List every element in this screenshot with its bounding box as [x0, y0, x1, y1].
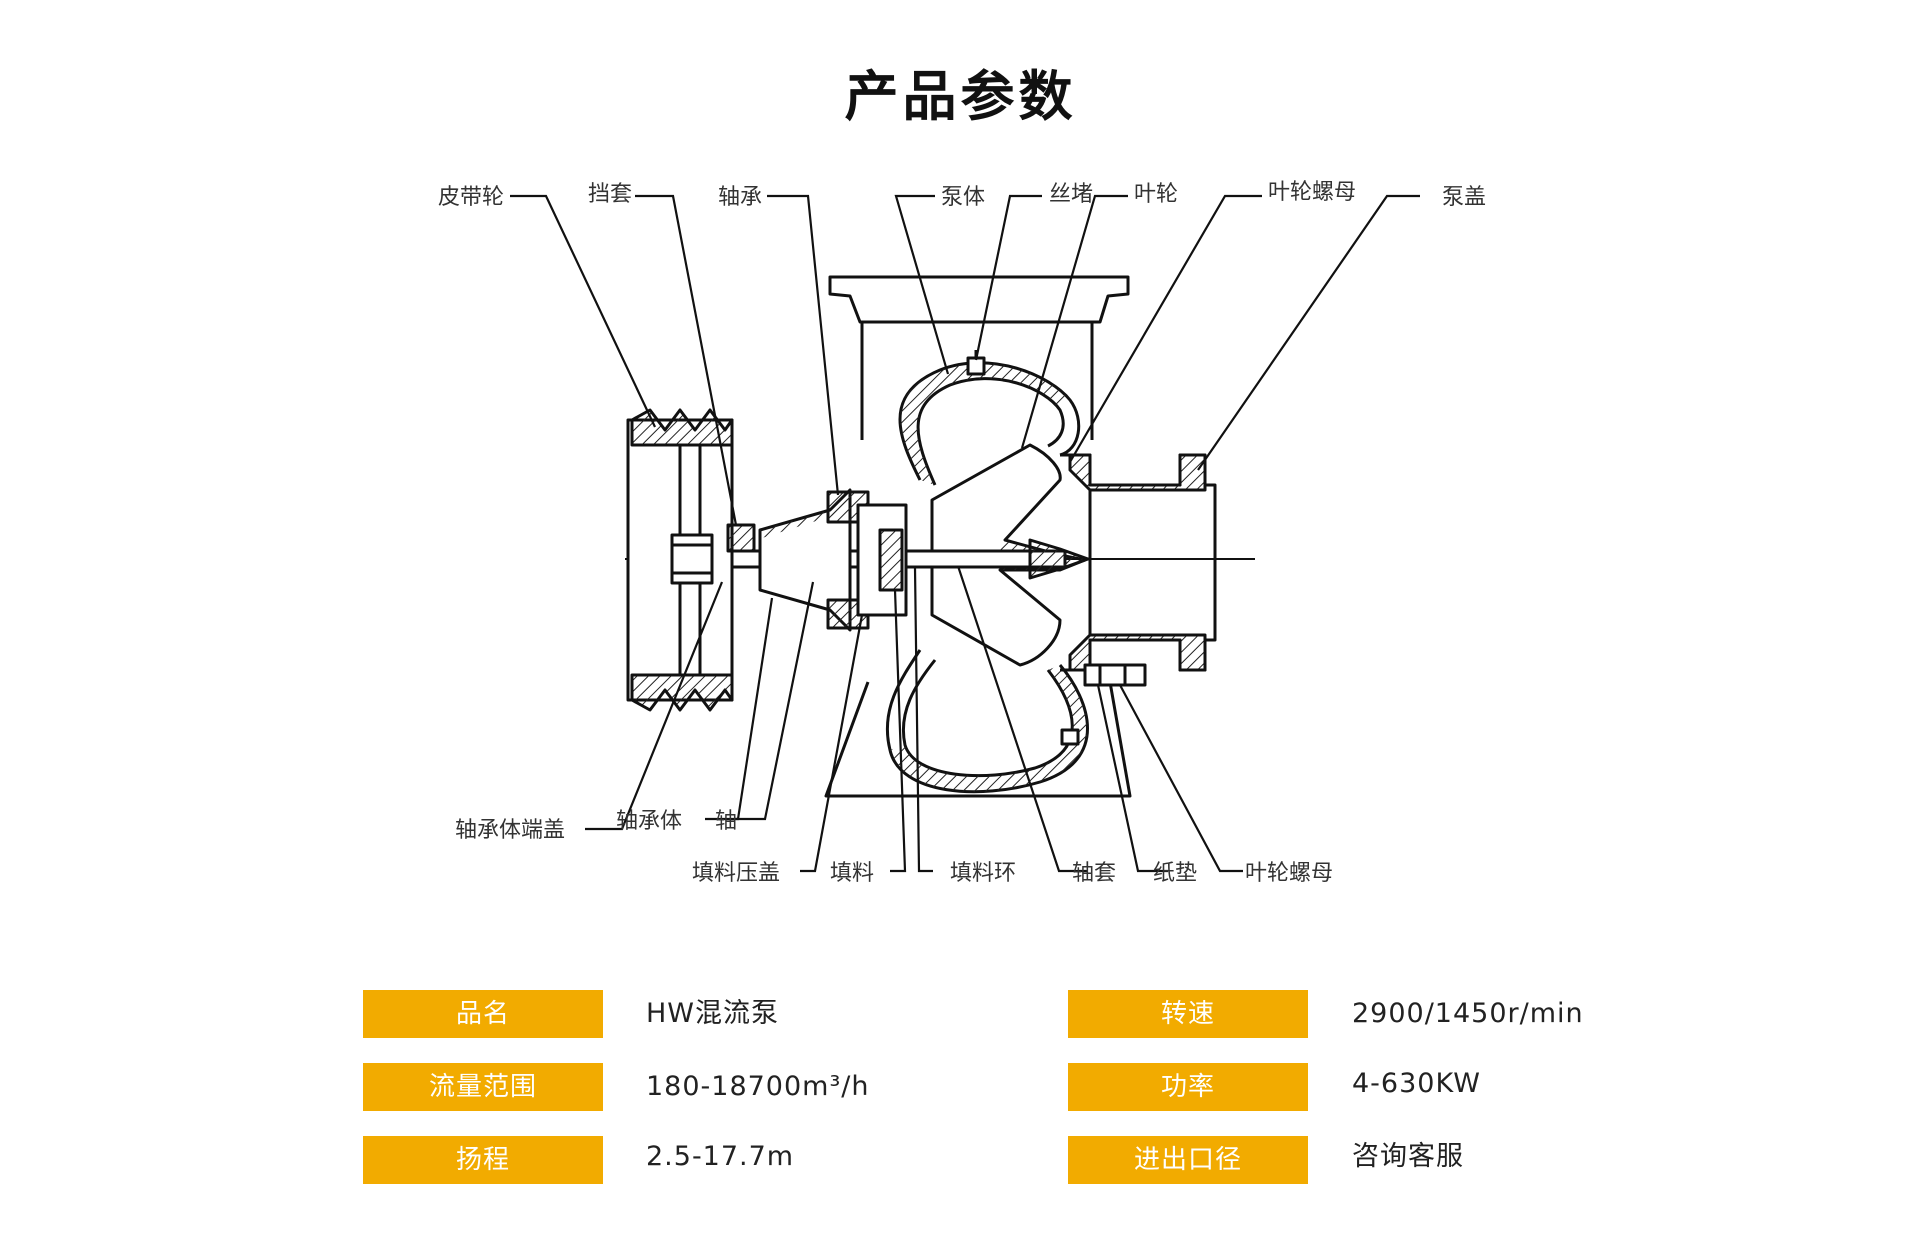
leader-pump-cover	[1197, 194, 1420, 471]
label-retaining-sleeve: 挡套	[588, 182, 632, 207]
impeller-nut-top-shape	[1028, 538, 1090, 580]
leader-screw-plug	[974, 194, 1042, 361]
param-value-speed: 2900/1450r/min	[1352, 998, 1584, 1029]
param-value-port-diameter: 咨询客服	[1352, 1141, 1464, 1172]
label-packing-ring: 填料环	[950, 861, 1016, 886]
leader-pump-body	[894, 194, 950, 375]
label-paper-gasket: 纸垫	[1153, 861, 1197, 886]
leader-packing-gland	[800, 614, 864, 873]
label-shaft: 轴	[715, 809, 737, 834]
leader-packing	[890, 589, 907, 873]
leader-belt-pulley	[510, 194, 656, 428]
leader-paper-gasket	[1096, 684, 1168, 873]
volute-inner	[902, 377, 1074, 778]
param-key-speed: 转速	[1068, 990, 1308, 1038]
label-packing: 填料	[830, 861, 874, 886]
packing-shape	[878, 528, 904, 592]
volute-hatch-band-bottom	[890, 665, 1088, 792]
param-key-head: 扬程	[363, 1136, 603, 1184]
retaining-sleeve-shape	[726, 523, 756, 553]
volute-hatch-band-top	[900, 362, 1070, 485]
leader-bearing	[767, 194, 840, 496]
leader-shaft-sleeve	[956, 565, 1088, 873]
screw-plug-shape	[966, 356, 986, 376]
param-value-power: 4-630KW	[1352, 1068, 1481, 1099]
label-impeller-nut-bottom: 叶轮螺母	[1245, 861, 1333, 886]
bearing-housing-hatch	[760, 490, 850, 538]
leader-lines	[510, 194, 1420, 873]
leader-impeller	[1020, 194, 1128, 449]
param-key-flow-range: 流量范围	[363, 1063, 603, 1111]
label-packing-gland: 填料压盖	[692, 861, 780, 886]
leader-packing-ring	[913, 567, 933, 873]
leader-impeller-nut-top	[1069, 194, 1262, 463]
param-value-head: 2.5-17.7m	[646, 1141, 795, 1172]
label-belt-pulley: 皮带轮	[438, 185, 504, 210]
param-key-port-diameter: 进出口径	[1068, 1136, 1308, 1184]
pump-cover-hatch-top	[1068, 453, 1207, 492]
label-bearing-end-cover: 轴承体端盖	[455, 818, 565, 843]
page-title: 产品参数	[844, 65, 1077, 128]
callout-labels: 皮带轮 挡套 轴承 泵体 丝堵 叶轮 叶轮螺母 泵盖 轴承体端盖 轴承体 轴 填…	[438, 180, 1486, 886]
leader-retaining-sleeve	[635, 194, 738, 526]
param-key-name: 品名	[363, 990, 603, 1038]
leader-impeller-nut-bottom	[1119, 684, 1243, 873]
label-impeller: 叶轮	[1134, 182, 1178, 207]
leader-shaft	[735, 581, 815, 821]
pump-drawing	[625, 275, 1255, 798]
label-screw-plug: 丝堵	[1049, 182, 1093, 207]
impeller-nut-bottom-shape	[1083, 663, 1147, 687]
param-value-flow-range: 180-18700m³/h	[646, 1071, 870, 1102]
param-key-power: 功率	[1068, 1063, 1308, 1111]
label-bearing-body: 轴承体	[616, 809, 682, 834]
outlet-flange	[828, 275, 1130, 324]
label-pump-cover: 泵盖	[1442, 185, 1486, 210]
leader-bearing-end-cover	[585, 581, 724, 831]
label-pump-body: 泵体	[941, 185, 985, 210]
label-bearing: 轴承	[718, 185, 762, 210]
param-value-name: HW混流泵	[646, 998, 779, 1029]
label-shaft-sleeve: 轴套	[1072, 861, 1116, 886]
pump-base	[824, 681, 1132, 798]
pulley-hub	[670, 533, 714, 585]
label-impeller-nut-top: 叶轮螺母	[1268, 180, 1356, 205]
